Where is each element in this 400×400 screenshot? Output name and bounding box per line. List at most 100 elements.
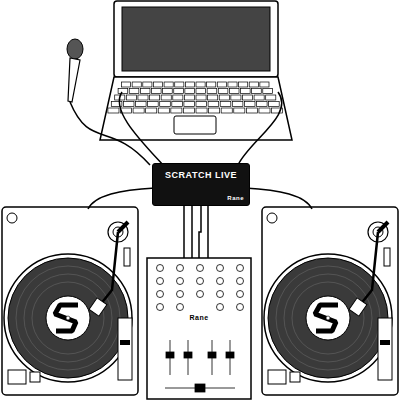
laptop-part <box>174 116 216 134</box>
interface-box: SCRATCH LIVERane <box>152 163 250 206</box>
laptop-part-part <box>196 102 207 107</box>
cables-part <box>88 188 155 209</box>
laptop-part <box>114 1 278 77</box>
laptop-part-part <box>220 102 231 107</box>
mixer-part-part <box>195 384 205 392</box>
laptop-part-part <box>133 108 144 113</box>
mixer-part-part <box>208 352 216 358</box>
laptop-part-part <box>140 89 150 94</box>
mixer-part-part <box>177 265 184 272</box>
laptop-part-part <box>217 82 226 87</box>
cables-part <box>238 92 282 165</box>
laptop-part-part <box>151 89 161 94</box>
laptop-part <box>122 7 270 71</box>
laptop-part-part <box>257 102 268 107</box>
laptop-part-part <box>232 102 243 107</box>
laptop-part-part <box>269 102 280 107</box>
microphone-part <box>67 39 83 59</box>
mixer-part <box>147 258 251 399</box>
box-label: Rane <box>186 313 211 323</box>
laptop-part-part <box>259 108 270 113</box>
mixer-part-part <box>217 304 224 311</box>
mixer-part-part <box>197 278 204 285</box>
mixer-part-part <box>166 352 174 358</box>
laptop-part-part <box>228 82 237 87</box>
laptop-part-part <box>118 89 128 94</box>
laptop-part-part <box>174 89 184 94</box>
cables-part <box>183 205 185 258</box>
laptop-part-part <box>185 82 194 87</box>
cables-part <box>207 205 209 258</box>
laptop-part-part <box>163 89 173 94</box>
mixer-part-part <box>177 304 184 311</box>
laptop-part-part <box>266 95 276 100</box>
laptop-part-part <box>123 102 134 107</box>
laptop-part-part <box>263 89 273 94</box>
laptop-part-part <box>148 102 159 107</box>
laptop-part-part <box>208 95 218 100</box>
laptop-part-part <box>260 82 269 87</box>
mixer-part-part <box>226 352 234 358</box>
laptop-part-part <box>196 95 206 100</box>
laptop-part-part <box>219 95 229 100</box>
laptop-part-part <box>184 102 195 107</box>
mixer <box>147 258 251 399</box>
audio-cable <box>199 206 201 258</box>
left-turntable <box>2 207 138 395</box>
mixer-part-part <box>217 291 224 298</box>
laptop-part-part <box>229 89 239 94</box>
microphone-part <box>68 58 80 102</box>
laptop-part-part <box>208 102 219 107</box>
box-label: Rane <box>153 195 249 202</box>
left-turntable-part <box>2 207 138 395</box>
laptop-part-part <box>231 95 241 100</box>
mixer-part-part <box>177 278 184 285</box>
laptop-part <box>108 82 283 113</box>
cables-part <box>245 188 312 209</box>
laptop-part-part <box>218 89 228 94</box>
laptop-part-part <box>252 89 262 94</box>
mixer-part-part <box>237 278 244 285</box>
laptop-part-part <box>249 82 258 87</box>
laptop-part-part <box>122 82 131 87</box>
mixer-part-part <box>157 278 164 285</box>
laptop-part-part <box>209 108 220 113</box>
right-turntable <box>262 207 398 395</box>
mixer-part-part <box>237 304 244 311</box>
mixer-panel: Rane <box>147 258 251 399</box>
laptop-part-part <box>241 89 251 94</box>
laptop-part-part <box>164 82 173 87</box>
laptop-part-part <box>173 95 183 100</box>
laptop-part-part <box>136 102 147 107</box>
laptop-part <box>100 77 292 140</box>
laptop-part-part <box>158 108 169 113</box>
mixer-part-part <box>237 265 244 272</box>
laptop-part-part <box>138 95 148 100</box>
laptop-part-part <box>244 102 255 107</box>
laptop-part-part <box>242 95 252 100</box>
laptop-part-part <box>239 82 248 87</box>
laptop <box>100 1 292 140</box>
mixer-part-part <box>157 265 164 272</box>
mixer-part-part <box>237 291 244 298</box>
laptop-part-part <box>207 89 217 94</box>
cables <box>88 92 312 258</box>
laptop-part-part <box>185 89 195 94</box>
laptop-part-part <box>184 95 194 100</box>
laptop-part-part <box>172 102 183 107</box>
cables-part <box>119 92 163 165</box>
laptop-part-part <box>254 95 264 100</box>
cables-part <box>191 205 193 258</box>
laptop-part-part <box>132 82 141 87</box>
laptop-part-part <box>183 108 194 113</box>
laptop-part-part <box>221 108 232 113</box>
laptop-part-part <box>246 108 257 113</box>
laptop-part-part <box>196 82 205 87</box>
laptop-part-part <box>161 95 171 100</box>
laptop-part-part <box>207 82 216 87</box>
mixer-part-part <box>217 278 224 285</box>
mixer-part <box>165 340 235 392</box>
mixer-part-part <box>157 304 164 311</box>
